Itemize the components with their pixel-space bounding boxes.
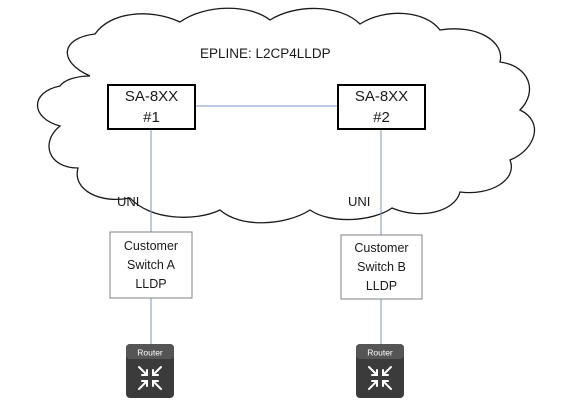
sa-node-1-name: SA-8XX: [125, 88, 178, 105]
switch-a-line2: Switch A: [127, 258, 176, 272]
router-2-label: Router: [367, 348, 393, 358]
router-icon: [368, 366, 392, 390]
customer-switch-b[interactable]: Customer Switch B LLDP: [340, 234, 423, 300]
uni-label-1: UNI: [117, 194, 139, 209]
sa-node-1-number: #1: [143, 109, 160, 126]
switch-a-line1: Customer: [124, 239, 178, 253]
sa-node-1[interactable]: SA-8XX #1: [107, 84, 196, 130]
sa-node-2-number: #2: [373, 109, 390, 126]
router-1-label: Router: [137, 348, 163, 358]
router-1[interactable]: Router: [126, 344, 174, 398]
sa-node-2[interactable]: SA-8XX #2: [337, 84, 426, 130]
switch-a-line3: LLDP: [135, 277, 166, 291]
router-2[interactable]: Router: [356, 344, 404, 398]
diagram-title: EPLINE: L2CP4LLDP: [200, 46, 331, 61]
uni-label-2: UNI: [348, 194, 370, 209]
switch-b-line2: Switch B: [357, 260, 406, 274]
customer-switch-a[interactable]: Customer Switch A LLDP: [109, 231, 193, 299]
sa-node-2-name: SA-8XX: [355, 88, 408, 105]
switch-b-line1: Customer: [354, 241, 408, 255]
switch-b-line3: LLDP: [366, 279, 397, 293]
cloud-shape: [36, 7, 536, 224]
router-icon: [138, 366, 162, 390]
